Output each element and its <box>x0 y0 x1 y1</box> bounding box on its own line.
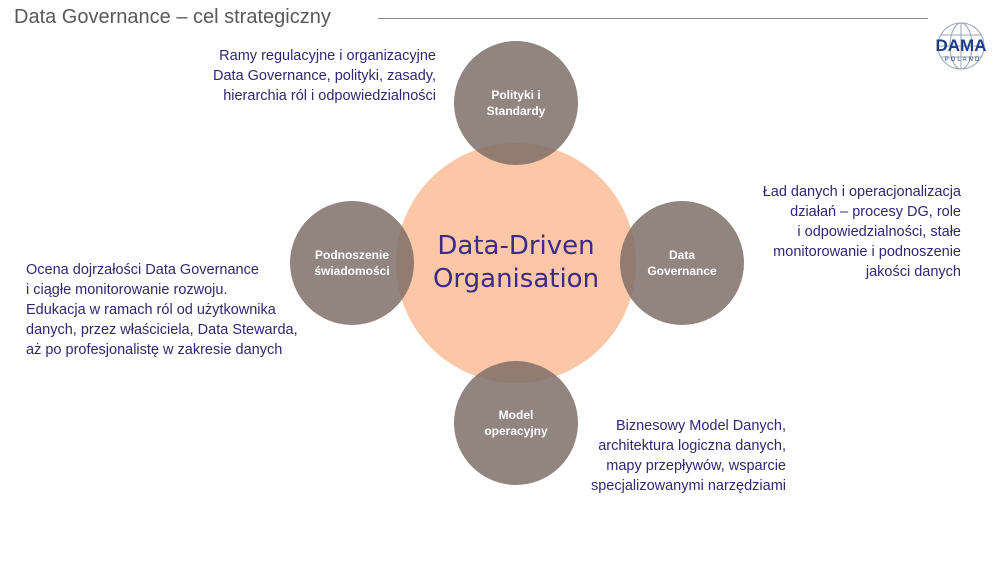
dama-poland-logo: DAMA POLAND <box>936 22 987 70</box>
description-polityki-standardy: Ramy regulacyjne i organizacyjne Data Go… <box>213 48 436 104</box>
description-model-operacyjny: Biznesowy Model Danych, architektura log… <box>590 418 786 494</box>
center-circle: Data-Driven Organisation <box>396 143 636 383</box>
logo-text: DAMA <box>936 36 987 55</box>
description-podnoszenie-swiadomosci: Ocena dojrzałości Data Governance i ciąg… <box>26 262 298 358</box>
center-label: Data-Driven Organisation <box>432 231 600 294</box>
globe-icon <box>937 22 985 70</box>
slide-title: Data Governance – cel strategiczny <box>14 6 331 28</box>
node-polityki-standardy: Polityki i Standardy <box>454 41 578 165</box>
description-data-governance: Ład danych i operacjonalizacja działań –… <box>762 184 961 280</box>
logo-subtext: POLAND <box>945 57 982 63</box>
node-model-operacyjny: Model operacyjny <box>454 361 578 485</box>
title-divider <box>378 18 928 19</box>
node-podnoszenie-swiadomosci: Podnoszenie świadomości <box>290 201 414 325</box>
node-data-governance: Data Governance <box>620 201 744 325</box>
